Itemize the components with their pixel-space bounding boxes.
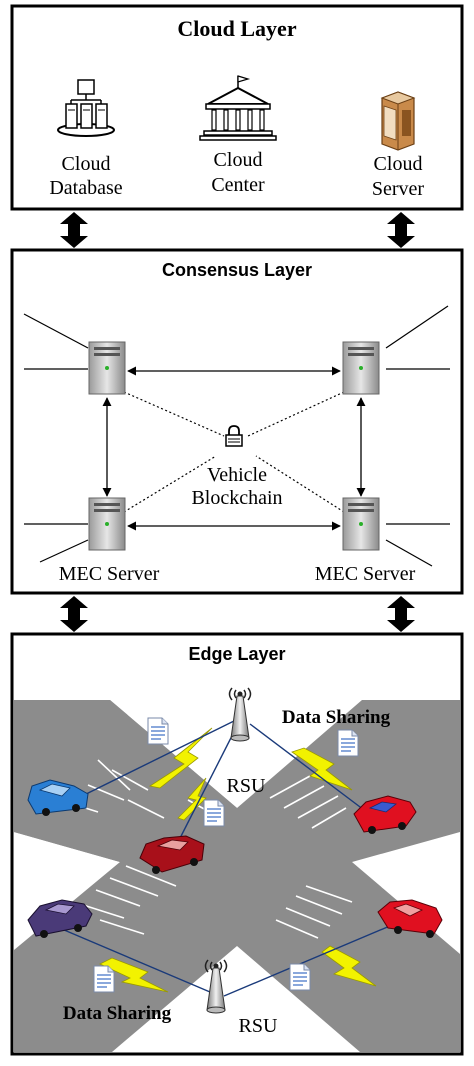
mec-server-icon (342, 341, 380, 395)
car-icon (27, 899, 93, 938)
cloud-database-label-1: Cloud (62, 153, 111, 175)
blockchain-links (123, 391, 345, 513)
cloud-server-label-1: Cloud (374, 153, 423, 175)
external-links (23, 305, 450, 567)
cloud-consensus-arrow-right (387, 212, 415, 248)
vehicle-blockchain-label-1: Vehicle (207, 464, 267, 486)
database-icon (57, 79, 115, 137)
rsu-bottom-label: RSU (239, 1015, 278, 1037)
cloud-server-label-2: Server (372, 178, 425, 200)
cloud-center-label-2: Center (211, 174, 265, 196)
vehicle-blockchain-label-2: Blockchain (191, 487, 282, 509)
document-icon (337, 729, 359, 757)
document-icon (203, 799, 225, 827)
document-icon (147, 717, 169, 745)
data-sharing-bottom-label: Data Sharing (63, 1003, 172, 1024)
wireless-links (49, 719, 405, 997)
server-arrows (102, 366, 366, 531)
car-icon (139, 835, 205, 874)
consensus-layer-title: Consensus Layer (162, 260, 312, 280)
consensus-layer-box (10, 248, 464, 595)
mec-server-icon (342, 497, 380, 551)
mec-server-label-left: MEC Server (59, 563, 160, 585)
car-icon (353, 795, 417, 834)
mec-server-icon (88, 341, 126, 395)
car-icon (377, 899, 443, 938)
cloud-consensus-arrow-left (60, 212, 88, 248)
consensus-edge-arrow-right (387, 596, 415, 632)
lightning-link (99, 727, 377, 993)
rsu-top-label: RSU (227, 775, 266, 797)
document-icon (289, 963, 311, 991)
data-sharing-top-label: Data Sharing (282, 707, 391, 728)
cloud-database-label-2: Database (49, 177, 122, 199)
cloud-server-icon (380, 91, 416, 151)
mec-server-label-right: MEC Server (315, 563, 416, 585)
cloud-layer-title: Cloud Layer (177, 16, 296, 41)
edge-layer-title: Edge Layer (188, 644, 285, 664)
car-icon (27, 779, 89, 816)
document-icon (93, 965, 115, 993)
lock-icon (225, 425, 243, 447)
cloud-center-icon (199, 75, 277, 141)
consensus-edge-arrow-left (60, 596, 88, 632)
cloud-center-label-1: Cloud (214, 149, 263, 171)
mec-server-icon (88, 497, 126, 551)
